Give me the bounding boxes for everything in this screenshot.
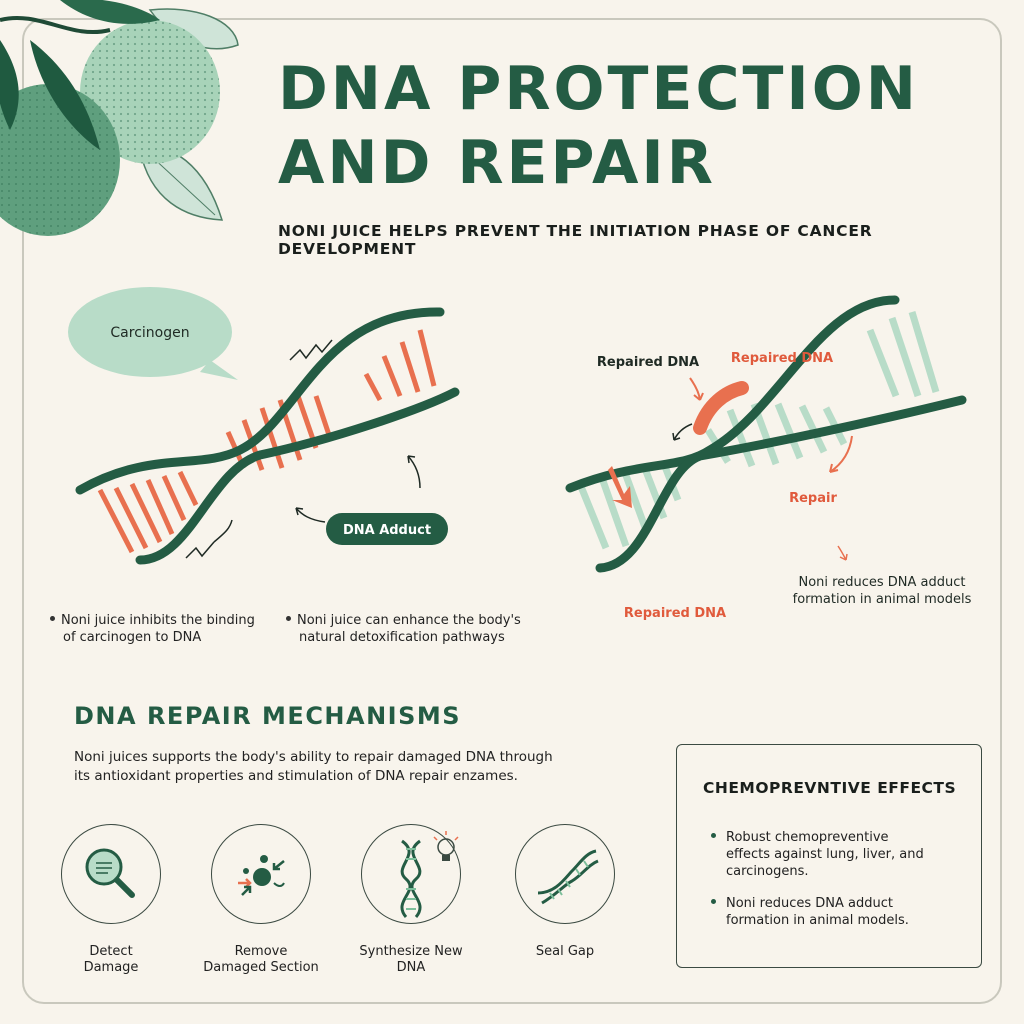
repaired-dna-helix <box>565 295 967 573</box>
bullet-dot <box>50 616 55 621</box>
repair-arrows <box>608 377 853 561</box>
panel-item-2-line-2: formation in animal models. <box>726 913 909 928</box>
title-line-2: AND REPAIR <box>278 128 716 198</box>
remove-icon <box>238 855 285 896</box>
step-label: Synthesize New DNA <box>336 944 486 976</box>
repaired-dna-label-2: Repaired DNA <box>731 351 833 366</box>
step-detect-damage: Detect Damage <box>36 824 186 976</box>
repair-desc-line-1: Noni juices supports the body's ability … <box>74 749 553 765</box>
panel-item-1-line-2: effects against lung, liver, and <box>726 847 924 862</box>
panel-item-2-line-1: Noni reduces DNA adduct <box>726 896 893 911</box>
bullet-detox: Noni juice can enhance the body's natura… <box>286 612 536 646</box>
panel-title: CHEMOPREVNTIVE EFFECTS <box>703 779 957 797</box>
page-title: DNA PROTECTION AND REPAIR <box>278 52 998 200</box>
step-circle <box>61 824 161 924</box>
step-seal-gap: Seal Gap <box>490 824 640 960</box>
step-2-line-2: Damaged Section <box>203 960 319 975</box>
carcinogen-label: Carcinogen <box>110 325 189 341</box>
repaired-dna-label-1: Repaired DNA <box>597 355 699 370</box>
dna-seal-icon <box>537 849 599 905</box>
panel-item-1-line-3: carcinogens. <box>726 864 809 879</box>
step-4-line-1: Seal Gap <box>535 944 595 959</box>
step-label: Seal Gap <box>490 944 640 960</box>
step-circle <box>515 824 615 924</box>
bullet-2-line-1: Noni juice can enhance the body's <box>297 613 521 628</box>
dna-adduct-badge <box>326 513 448 545</box>
panel-item-1: Robust chemopreventive effects against l… <box>711 829 961 880</box>
chemopreventive-panel: CHEMOPREVNTIVE EFFECTS Robust chemopreve… <box>676 744 982 968</box>
adduct-note-line-1: Noni reduces DNA adduct <box>799 575 966 590</box>
step-2-line-1: Remove <box>234 944 288 959</box>
adduct-note-line-2: formation in animal models <box>793 592 972 607</box>
bullet-1-line-1: Noni juice inhibits the binding <box>61 613 255 628</box>
bullet-inhibit-binding: Noni juice inhibits the binding of carci… <box>50 612 280 646</box>
motion-lines <box>185 339 333 559</box>
repaired-dna-label-3: Repaired DNA <box>624 606 726 621</box>
step-3-line-2: DNA <box>396 960 426 975</box>
dna-lightbulb-icon <box>400 831 459 918</box>
dna-adduct-label: DNA Adduct <box>343 523 431 538</box>
pointer-arrows <box>295 455 421 523</box>
bullet-2-line-2: natural detoxification pathways <box>299 630 505 645</box>
step-circle <box>361 824 461 924</box>
step-1-line-2: Damage <box>83 960 139 975</box>
step-label: Remove Damaged Section <box>186 944 336 976</box>
carcinogen-bubble <box>68 287 238 380</box>
bullet-dot <box>711 833 716 838</box>
step-3-line-1: Synthesize New <box>359 944 463 959</box>
step-circle <box>211 824 311 924</box>
repair-label: Repair <box>789 491 837 506</box>
bullet-dot <box>286 616 291 621</box>
repair-section-description: Noni juices supports the body's ability … <box>74 748 594 786</box>
step-remove-damaged: Remove Damaged Section <box>186 824 336 976</box>
noni-fruit-illustration <box>0 0 239 236</box>
page-frame <box>22 18 1002 1004</box>
step-synthesize-dna: Synthesize New DNA <box>336 824 486 976</box>
repair-desc-line-2: its antioxidant properties and stimulati… <box>74 768 518 784</box>
repair-section-title: DNA REPAIR MECHANISMS <box>74 702 462 730</box>
panel-item-2: Noni reduces DNA adduct formation in ani… <box>711 895 961 929</box>
magnifier-icon <box>85 848 135 898</box>
damaged-dna-helix <box>75 307 460 565</box>
bullet-dot <box>711 899 716 904</box>
panel-item-1-line-1: Robust chemopreventive <box>726 830 889 845</box>
bullet-1-line-2: of carcinogen to DNA <box>63 630 202 645</box>
title-line-1: DNA PROTECTION <box>278 54 919 124</box>
diagram-labels: Carcinogen DNA Adduct Repaired DNA Repai… <box>110 325 971 621</box>
page-subtitle: NONI JUICE HELPS PREVENT THE INITIATION … <box>278 222 873 258</box>
step-1-line-1: Detect <box>89 944 133 959</box>
step-label: Detect Damage <box>36 944 186 976</box>
